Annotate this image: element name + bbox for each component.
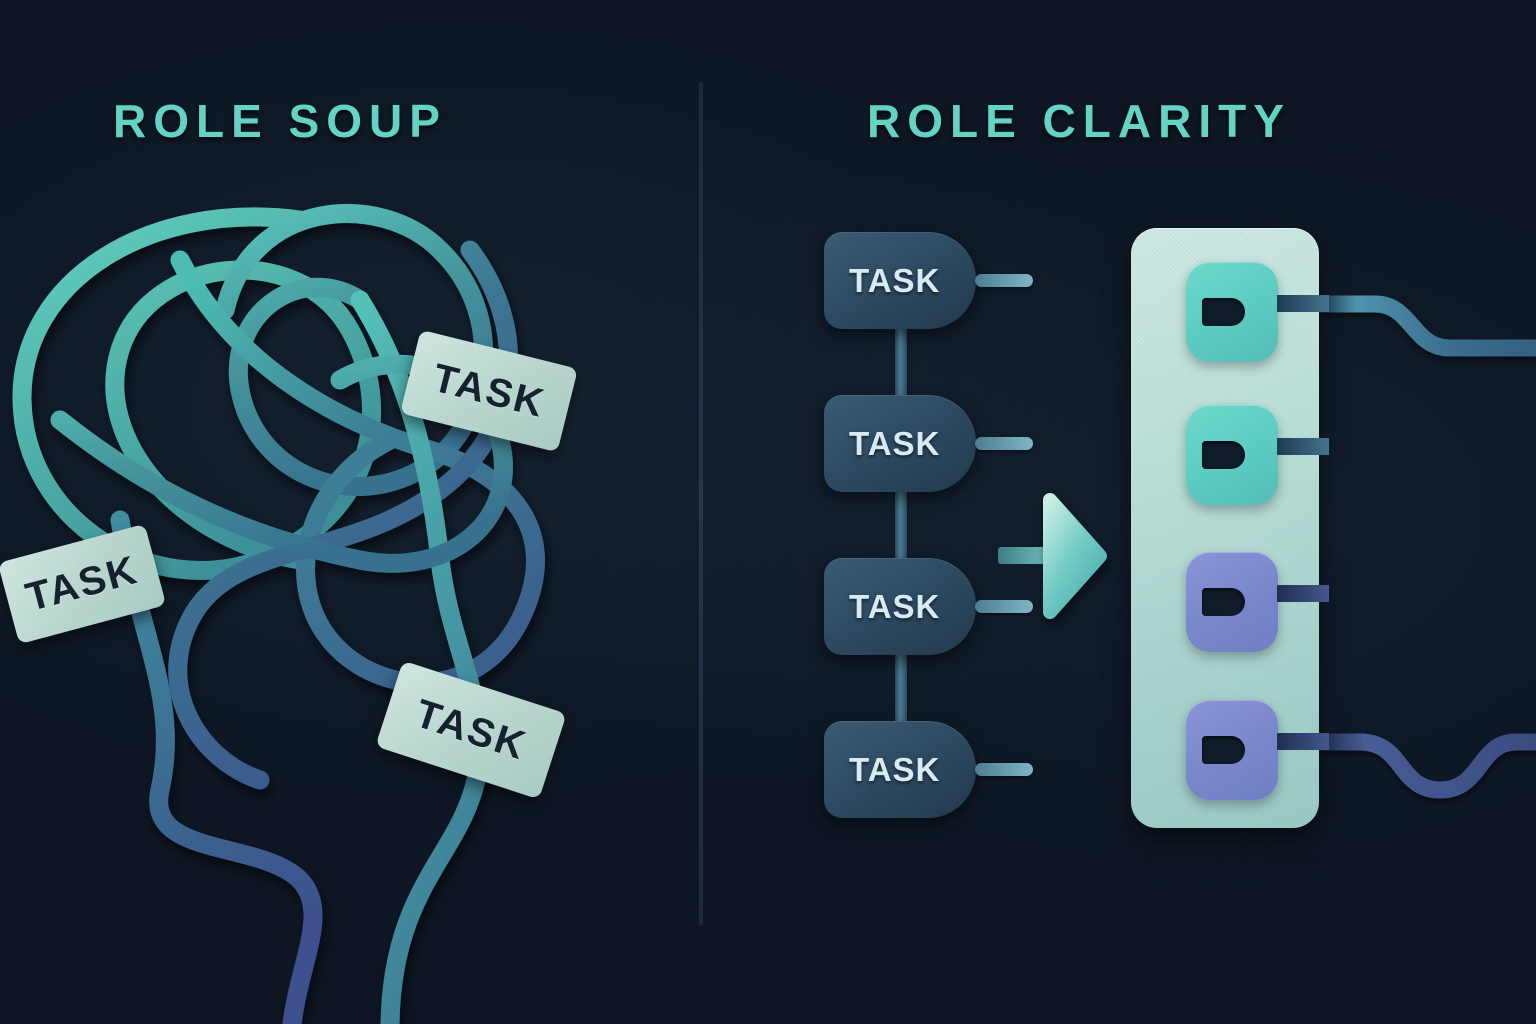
task-node-text: TASK	[849, 424, 941, 462]
cord-path	[170, 250, 545, 693]
cord-path	[110, 510, 323, 1024]
socket-plug-stub	[1277, 295, 1329, 312]
task-plug-stub	[975, 600, 1033, 613]
socket-slot-icon	[1202, 298, 1245, 326]
role-socket[interactable]	[1186, 262, 1278, 362]
output-cable	[1318, 733, 1536, 799]
task-node[interactable]: TASK	[824, 721, 976, 818]
role-socket[interactable]	[1186, 552, 1278, 652]
task-plug-stub	[975, 437, 1033, 450]
task-node-text: TASK	[849, 261, 941, 299]
socket-slot-icon	[1202, 736, 1245, 764]
socket-plug-stub	[1277, 438, 1329, 455]
task-node-text: TASK	[849, 750, 941, 788]
socket-slot-icon	[1202, 441, 1245, 469]
task-connector	[895, 655, 907, 721]
socket-plug-stub	[1277, 585, 1329, 602]
task-plug-stub	[975, 274, 1033, 287]
arrow-right-icon	[1043, 493, 1107, 619]
task-connector	[895, 492, 907, 558]
right-section-title: ROLE CLARITY	[867, 95, 1291, 147]
task-node[interactable]: TASK	[824, 232, 976, 329]
task-node[interactable]: TASK	[824, 558, 976, 655]
left-section-title: ROLE SOUP	[113, 95, 447, 147]
task-node[interactable]: TASK	[824, 395, 976, 492]
socket-slot-icon	[1202, 588, 1245, 616]
section-divider	[699, 82, 703, 925]
task-connector	[895, 329, 907, 395]
arrow-stub	[998, 547, 1050, 564]
role-socket[interactable]	[1186, 700, 1278, 800]
role-socket[interactable]	[1186, 405, 1278, 505]
output-cable	[1318, 295, 1536, 357]
task-node-text: TASK	[849, 587, 941, 625]
task-plug-stub	[975, 763, 1033, 776]
socket-plug-stub	[1277, 733, 1329, 750]
